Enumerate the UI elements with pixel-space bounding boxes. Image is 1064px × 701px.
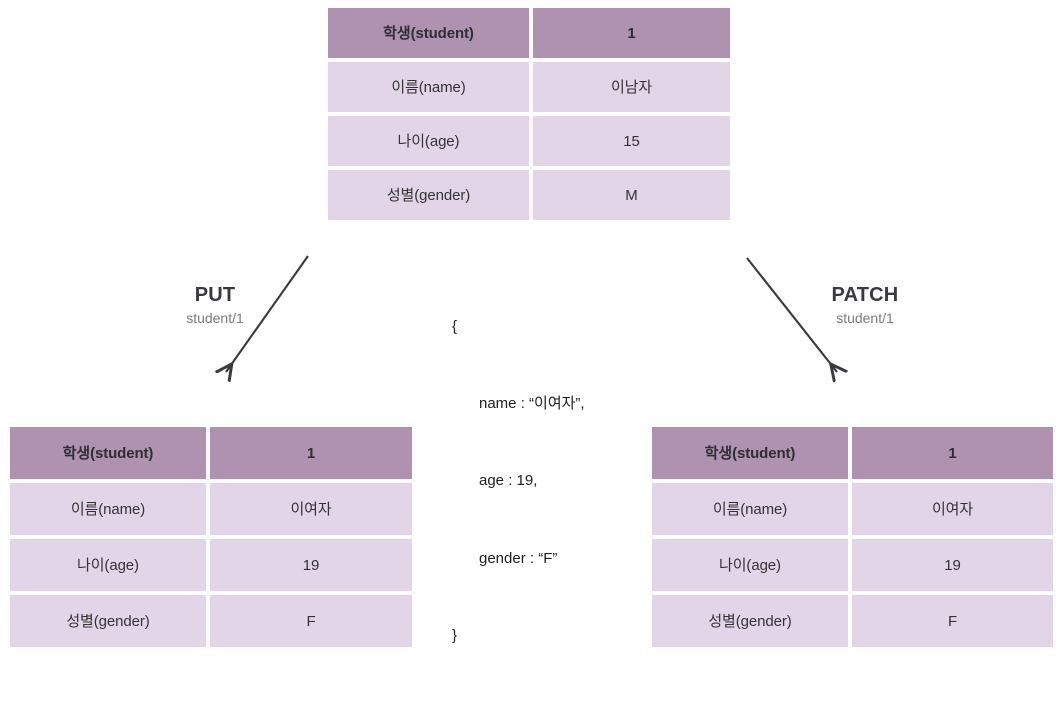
json-field-gender: gender : “F” [479, 549, 558, 567]
table-header-key: 학생(student) [10, 427, 206, 479]
patch-path: student/1 [836, 310, 894, 327]
table-header-value: 1 [210, 427, 412, 479]
table-header-row: 학생(student) 1 [328, 8, 730, 58]
student-record-table-after-put: 학생(student) 1 이름(name) 이여자 나이(age) 19 성별… [10, 427, 412, 647]
table-row: 나이(age) 19 [10, 539, 412, 591]
row-key-age: 나이(age) [10, 539, 206, 591]
put-verb: PUT [194, 284, 236, 306]
table-row: 성별(gender) F [652, 595, 1053, 647]
table-row: 나이(age) 19 [652, 539, 1053, 591]
row-key-gender: 성별(gender) [10, 595, 206, 647]
table-header-value: 1 [533, 8, 730, 58]
row-value-name: 이남자 [533, 62, 730, 112]
row-key-name: 이름(name) [328, 62, 529, 112]
json-close-brace: } [452, 627, 458, 645]
put-arrow [210, 255, 309, 388]
json-field-age: age : 19, [479, 472, 538, 490]
row-value-gender: F [852, 595, 1053, 647]
patch-arrow [746, 257, 858, 390]
request-payload-json: { name : “이여자”, age : 19, gender : “F” } [452, 262, 585, 701]
row-value-gender: F [210, 595, 412, 647]
row-key-gender: 성별(gender) [652, 595, 848, 647]
student-record-table-after-patch: 학생(student) 1 이름(name) 이여자 나이(age) 19 성별… [652, 427, 1053, 647]
row-value-name: 이여자 [852, 483, 1053, 535]
table-header-key: 학생(student) [652, 427, 848, 479]
table-row: 성별(gender) M [328, 170, 730, 220]
patch-method-label: PATCH student/1 [800, 283, 930, 327]
row-value-age: 19 [852, 539, 1053, 591]
row-value-age: 19 [210, 539, 412, 591]
diagram-canvas: 학생(student) 1 이름(name) 이남자 나이(age) 15 성별… [10, 8, 1053, 647]
json-open-brace: { [452, 317, 458, 335]
row-value-name: 이여자 [210, 483, 412, 535]
row-key-age: 나이(age) [652, 539, 848, 591]
row-key-name: 이름(name) [652, 483, 848, 535]
table-header-value: 1 [852, 427, 1053, 479]
put-path: student/1 [186, 310, 244, 327]
table-row: 이름(name) 이여자 [10, 483, 412, 535]
table-row: 나이(age) 15 [328, 116, 730, 166]
row-value-age: 15 [533, 116, 730, 166]
table-row: 이름(name) 이남자 [328, 62, 730, 112]
patch-verb: PATCH [831, 284, 899, 306]
row-key-age: 나이(age) [328, 116, 529, 166]
row-key-gender: 성별(gender) [328, 170, 529, 220]
row-key-name: 이름(name) [10, 483, 206, 535]
table-header-row: 학생(student) 1 [10, 427, 412, 479]
json-field-name: name : “이여자”, [479, 394, 585, 412]
table-row: 이름(name) 이여자 [652, 483, 1053, 535]
student-record-table-before: 학생(student) 1 이름(name) 이남자 나이(age) 15 성별… [328, 8, 730, 220]
table-header-row: 학생(student) 1 [652, 427, 1053, 479]
row-value-gender: M [533, 170, 730, 220]
put-method-label: PUT student/1 [150, 283, 280, 327]
table-row: 성별(gender) F [10, 595, 412, 647]
table-header-key: 학생(student) [328, 8, 529, 58]
